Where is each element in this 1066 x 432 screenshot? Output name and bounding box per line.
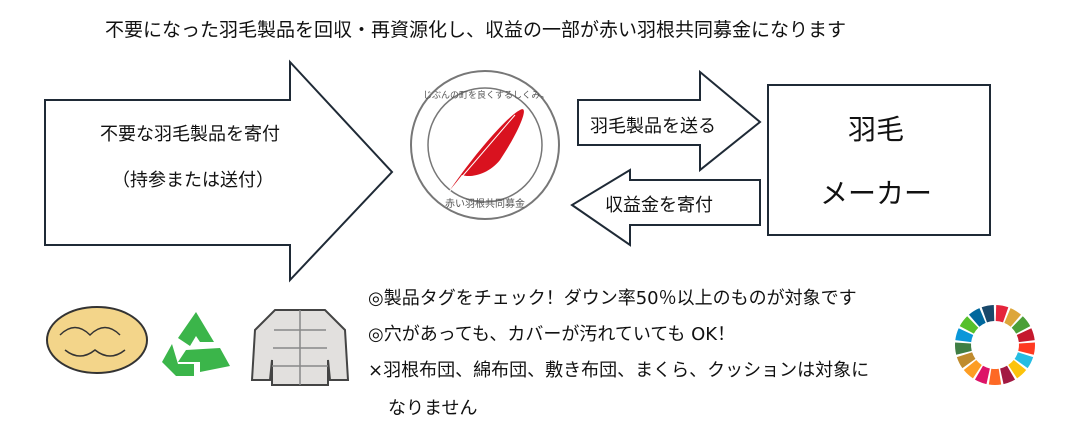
sdgs-segment [955,342,972,355]
recycle-icon [162,312,230,376]
sdgs-segment [1000,365,1016,385]
sdgs-segment [963,360,982,379]
sdgs-segment [981,305,995,323]
return-arrow-label: 収益金を寄付 [605,195,713,216]
sdgs-segment [1016,328,1035,343]
maker-line1: 羽毛 [848,113,905,146]
sdgs-segment [1011,316,1031,334]
note-3: ×羽根布団、綿布団、敷き布団、まくら、クッションは対象に [368,360,870,381]
send-arrow-label: 羽毛製品を送る [590,116,716,137]
donate-arrow-line1: 不要な羽毛製品を寄付 [100,124,280,145]
sdgs-segment [956,352,976,369]
sdgs-segment [974,365,990,385]
sdgs-segment [995,305,1009,323]
red-feather-logo [410,70,560,220]
send-arrow [577,69,762,173]
logo-top-text: じぶんの町を良くするしくみ。 [423,91,550,101]
note-1: ◎製品タグをチェック！ダウン率50％以上のものが対象です [368,288,857,309]
note-4: なりません [388,398,478,419]
sdgs-segment [1008,360,1027,379]
sdgs-segment [1014,352,1034,369]
maker-box [767,84,991,236]
sdgs-segment [1004,308,1022,327]
donate-arrow-line2: （持参または送付） [112,170,274,191]
sdgs-segment [1018,342,1035,355]
sdgs-segment [959,316,979,334]
down-feather-icon [46,306,148,374]
note-2: ◎穴があっても、カバーが汚れていても OK！ [368,324,736,345]
logo-bottom-text: 赤い羽根共同募金 [445,199,525,210]
down-jacket-icon [250,309,350,386]
sdgs-wheel-icon [955,305,1035,386]
donate-arrow [44,59,394,283]
maker-line2: メーカー [820,177,933,210]
page-title: 不要になった羽毛製品を回収・再資源化し、収益の一部が赤い羽根共同募金になります [105,19,847,41]
sdgs-segment [988,368,1002,386]
sdgs-segment [955,328,974,343]
feather-icon [448,109,524,193]
sdgs-segment [968,308,986,327]
return-arrow [570,168,761,247]
